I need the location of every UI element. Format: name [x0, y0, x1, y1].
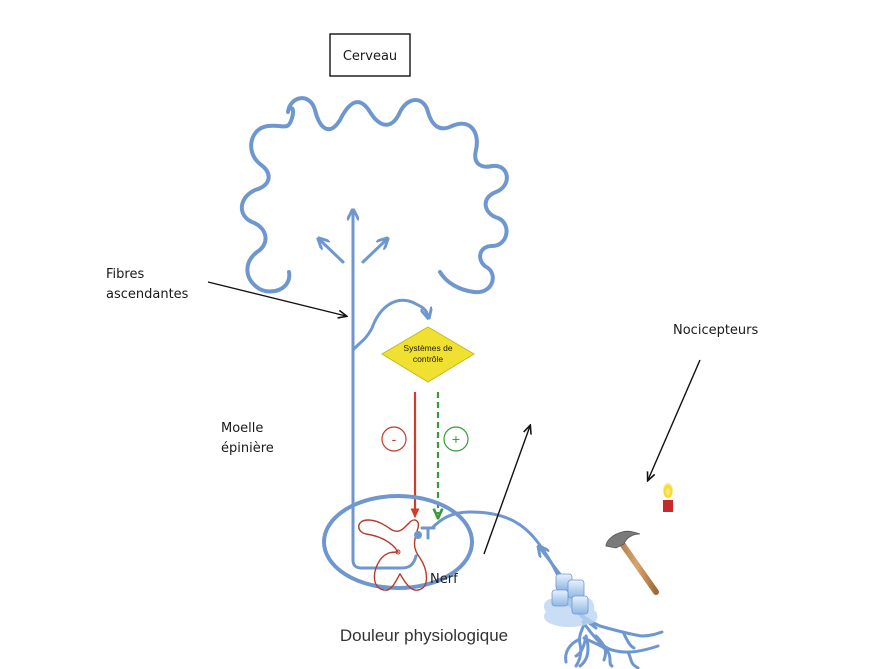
nerve-text: Nerf [430, 572, 458, 587]
branch-to-control-systems [351, 298, 428, 352]
nerve-label: Nerf [430, 426, 530, 587]
brain-outline [239, 96, 509, 295]
ice-cube-3-icon [551, 589, 569, 607]
excitatory-sign-circle [443, 426, 469, 452]
synapse-dot [414, 531, 422, 539]
spinal-cord-outline [322, 494, 474, 590]
branch-twig [622, 632, 636, 650]
branch-minor-2 [626, 650, 640, 669]
nociceptors-label: Nocicepteurs [648, 323, 759, 480]
spinal-cord-line1: Moelle [221, 421, 263, 436]
central-canal [395, 549, 401, 555]
branch-down-far-left [564, 638, 580, 664]
control-systems-line1: Systèmes de [403, 343, 452, 353]
control-systems-diamond [381, 326, 475, 383]
inhibitory-sign-text: - [392, 431, 397, 447]
grey-matter [358, 519, 428, 591]
radiating-arrows [320, 212, 386, 286]
ascending-fiber [351, 282, 418, 570]
control-systems: Systèmes de contrôle [381, 326, 475, 383]
lower-branches [578, 634, 590, 668]
branch-down-left [574, 618, 588, 668]
ascending-fibers-pointer [207, 281, 346, 316]
hammer-handle-icon [615, 535, 659, 595]
excitatory-sign-text: + [452, 431, 460, 447]
ice-cube-2-icon [567, 579, 585, 599]
branch-down-right [594, 634, 608, 662]
inhibitory-sign: - [381, 426, 407, 452]
ascending-fibers-line2: ascendantes [106, 287, 189, 302]
nociceptors-text: Nocicepteurs [673, 323, 759, 338]
spinal-cord-line2: épinière [221, 441, 274, 456]
diagram-title: Douleur physiologique [340, 626, 508, 645]
candle-flame-icon [663, 482, 673, 498]
synapse-terminal [420, 526, 436, 540]
brain-label-text: Cerveau [343, 49, 397, 64]
candle-body-icon [663, 500, 673, 512]
branch-down-center [578, 634, 590, 668]
branch-to-heat [581, 620, 660, 654]
mechanical-stimulus-hammer [605, 530, 659, 595]
brain-label: Cerveau [329, 33, 411, 77]
hammer-head-icon [605, 530, 641, 549]
inhibitory-sign-circle [381, 426, 407, 452]
ascending-fibers-line1: Fibres [106, 267, 144, 282]
spinal-cord-label: Moelle épinière [221, 421, 274, 456]
excitatory-sign: + [443, 426, 469, 452]
control-systems-line2: contrôle [413, 354, 444, 364]
branch-minor-1 [582, 636, 614, 668]
arrow-up-right [361, 240, 386, 264]
nociceptors-pointer [648, 359, 701, 480]
arrow-up-left [320, 240, 345, 264]
nerve-pointer [483, 426, 530, 555]
heat-stimulus-candle [663, 482, 673, 512]
brain-label-box [329, 33, 411, 77]
ascending-fibers-label: Fibres ascendantes [106, 267, 346, 316]
ice-cube-4-icon [571, 595, 589, 615]
cold-stimulus-ice [543, 573, 598, 627]
